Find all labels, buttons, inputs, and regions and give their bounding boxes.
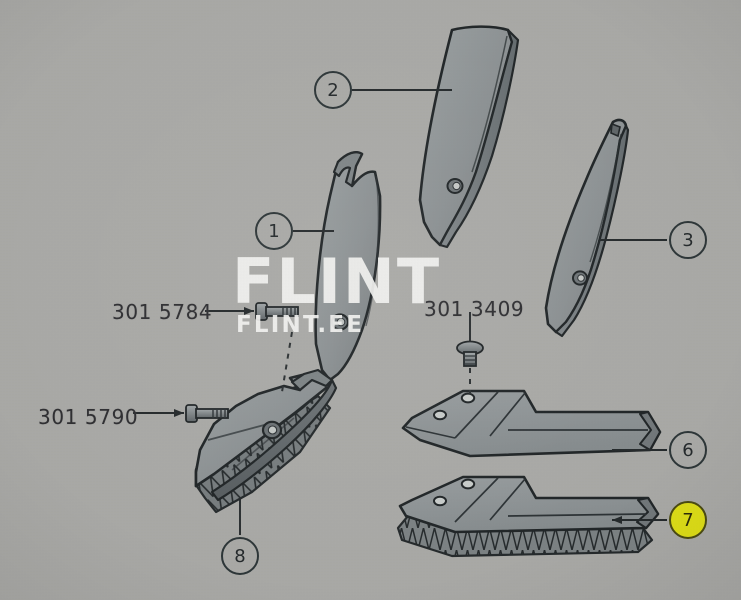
callout-label-7: 7 [682, 509, 694, 531]
part-7-shape [396, 475, 660, 558]
callout-label-1: 1 [268, 220, 280, 242]
callout-bubble-6[interactable]: 6 [669, 431, 707, 469]
part-8-shape [194, 368, 338, 514]
callout-label-3: 3 [682, 229, 694, 251]
assembly-dashed-lines [281, 331, 471, 394]
callout-label-8: 8 [234, 545, 246, 567]
callout-label-2: 2 [327, 79, 339, 101]
arrow-pn-3015790 [133, 409, 184, 417]
callout-bubble-7[interactable]: 7 [669, 501, 707, 539]
part-number-3013409: 301 3409 [424, 297, 525, 321]
bolt-upper-shape [255, 302, 299, 321]
watermark-main: FLINT [232, 245, 442, 318]
part-number-3015790: 301 5790 [38, 405, 139, 429]
bolt-carriage-shape [456, 340, 484, 367]
bolt-lower-shape [185, 404, 229, 423]
callout-bubble-2[interactable]: 2 [314, 71, 352, 109]
part-6-shape [401, 389, 662, 458]
arrow-pn-3015784 [205, 307, 254, 315]
part-1-shape [314, 150, 382, 382]
part-3-shape [544, 118, 630, 338]
callout-bubble-1[interactable]: 1 [255, 212, 293, 250]
part-number-3015784: 301 5784 [112, 300, 213, 324]
callout-bubble-3[interactable]: 3 [669, 221, 707, 259]
leader-lines [239, 89, 667, 535]
callout-bubble-8[interactable]: 8 [221, 537, 259, 575]
dashed-bolt-to-part-8 [281, 331, 293, 393]
callout-label-6: 6 [682, 439, 694, 461]
arrow-part-7 [612, 516, 655, 524]
part-2-shape [418, 25, 520, 249]
watermark-sub: FLINT.EE [236, 312, 365, 338]
